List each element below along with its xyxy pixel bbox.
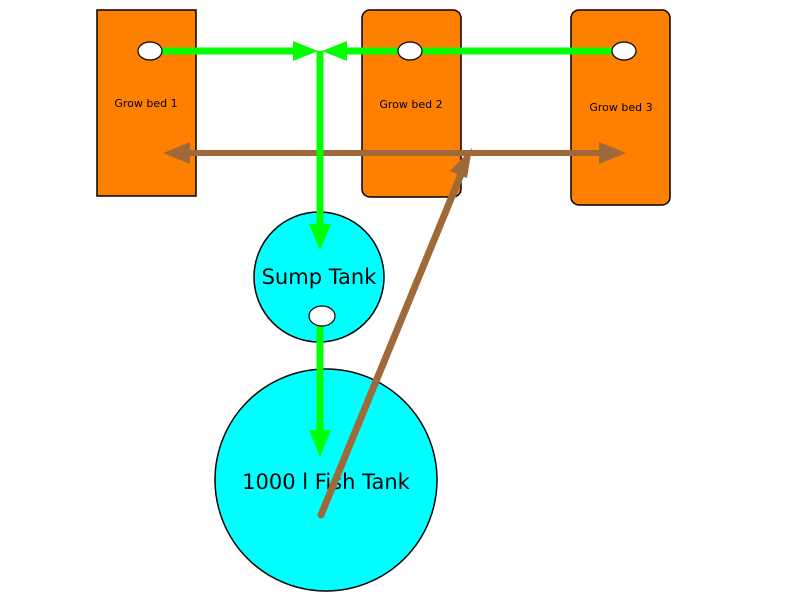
arrowhead-icon xyxy=(450,148,472,178)
outlet-circle-icon xyxy=(397,41,423,61)
arrowhead-icon xyxy=(309,224,331,250)
fish-tank: 1000 l Fish Tank xyxy=(214,368,438,592)
grow-bed-2: Grow bed 2 xyxy=(361,9,462,198)
grow-bed-2-label: Grow bed 2 xyxy=(379,98,442,111)
arrowhead-icon xyxy=(322,41,347,61)
grow-bed-1: Grow bed 1 xyxy=(96,9,197,197)
arrowhead-icon xyxy=(599,142,626,164)
arrowhead-icon xyxy=(293,41,318,61)
arrowhead-icon xyxy=(309,430,331,457)
return-flow-arrows xyxy=(163,142,626,519)
grow-bed-3: Grow bed 3 xyxy=(570,9,671,206)
sump-tank-label: Sump Tank xyxy=(262,265,378,289)
water-flow-arrows xyxy=(150,41,624,457)
return-riser-line xyxy=(317,168,466,519)
grow-bed-1-label: Grow bed 1 xyxy=(114,97,177,110)
grow-bed-1-box xyxy=(96,9,197,197)
grow-bed-3-box xyxy=(570,9,671,206)
outlet-circle-icon xyxy=(611,41,637,61)
sump-tank: Sump Tank xyxy=(253,211,385,343)
outlet-circle-icon xyxy=(308,305,336,327)
outlet-circle-icon xyxy=(137,41,163,61)
outlets xyxy=(137,41,637,327)
fish-tank-circle xyxy=(214,368,438,592)
fish-tank-label: 1000 l Fish Tank xyxy=(242,470,410,494)
arrowhead-icon xyxy=(163,142,190,164)
grow-bed-3-label: Grow bed 3 xyxy=(589,101,652,114)
